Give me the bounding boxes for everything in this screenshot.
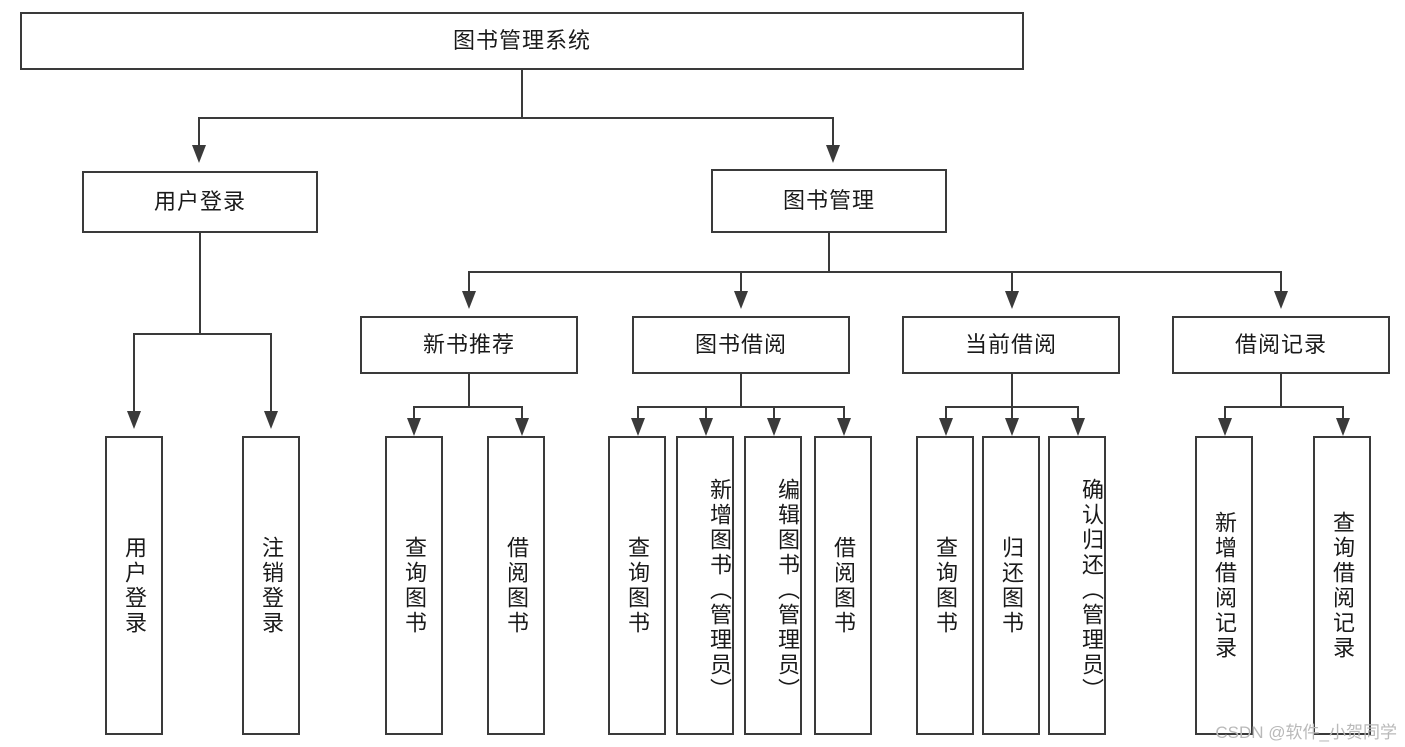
node-label: 查询图书 <box>401 535 427 636</box>
arrow-to-current-borrow <box>1005 291 1019 309</box>
connector-bm-drop-3 <box>1011 271 1013 293</box>
connector-bm-drop-1 <box>468 271 470 293</box>
arrow-to-leaf-confirm-return <box>1071 418 1085 436</box>
connector-borrowrecord-bus <box>1224 406 1344 408</box>
connector-bookborrow-bus <box>637 406 845 408</box>
node-label: 借阅图书 <box>830 535 856 636</box>
connector-br-drop-2 <box>1342 406 1344 420</box>
connector-borrowrecord-stem <box>1280 374 1282 407</box>
arrow-to-book-borrow <box>734 291 748 309</box>
node-label: 借阅记录 <box>1234 332 1327 358</box>
leaf-logout[interactable]: 注销登录 <box>242 436 300 735</box>
connector-book-manage-bus <box>468 271 1282 273</box>
connector-cb-drop-3 <box>1077 406 1079 420</box>
watermark-text: CSDN @软件_小贺同学 <box>1215 723 1397 742</box>
node-label: 查询借阅记录 <box>1329 510 1355 661</box>
connector-bb-drop-3 <box>773 406 775 420</box>
connector-root-stem <box>521 70 523 118</box>
node-label: 图书借阅 <box>694 332 787 358</box>
node-borrow-record[interactable]: 借阅记录 <box>1172 316 1390 374</box>
leaf-borrow-book-new[interactable]: 借阅图书 <box>487 436 545 735</box>
arrow-to-leaf-add-record <box>1218 418 1232 436</box>
node-label: 编辑图书（管理员） <box>775 478 800 703</box>
node-label: 图书管理系统 <box>452 28 591 54</box>
leaf-borrow-book[interactable]: 借阅图书 <box>814 436 872 735</box>
node-root-system[interactable]: 图书管理系统 <box>20 12 1024 70</box>
connector-newbook-bus <box>413 406 523 408</box>
node-new-book-recommend[interactable]: 新书推荐 <box>360 316 578 374</box>
arrow-to-borrow-record <box>1274 291 1288 309</box>
arrow-to-leaf-user-login <box>127 411 141 429</box>
leaf-edit-book-admin[interactable]: 编辑图书（管理员） <box>744 436 802 735</box>
node-book-manage[interactable]: 图书管理 <box>711 169 947 233</box>
node-label: 注销登录 <box>258 535 284 636</box>
connector-bb-drop-1 <box>637 406 639 420</box>
node-label: 新书推荐 <box>422 332 515 358</box>
connector-root-drop-right <box>832 117 834 147</box>
arrow-to-leaf-add-book <box>699 418 713 436</box>
arrow-to-leaf-query-book-3 <box>939 418 953 436</box>
leaf-add-book-admin[interactable]: 新增图书（管理员） <box>676 436 734 735</box>
arrow-to-leaf-query-book-1 <box>407 418 421 436</box>
arrow-to-leaf-edit-book <box>767 418 781 436</box>
arrow-to-book-manage <box>826 145 840 163</box>
node-label: 当前借阅 <box>964 332 1057 358</box>
connector-bm-drop-4 <box>1280 271 1282 293</box>
node-user-login[interactable]: 用户登录 <box>82 171 318 233</box>
node-label: 用户登录 <box>153 189 246 215</box>
connector-root-drop-left <box>198 117 200 147</box>
connector-root-bus <box>198 117 834 119</box>
node-label: 确认归还（管理员） <box>1079 478 1104 703</box>
node-label: 新增图书（管理员） <box>707 478 732 703</box>
connector-book-manage-stem <box>828 233 830 273</box>
connector-bb-drop-4 <box>843 406 845 420</box>
arrow-to-new-book <box>462 291 476 309</box>
node-label: 用户登录 <box>121 535 147 636</box>
connector-user-login-drop-2 <box>270 333 272 413</box>
connector-bm-drop-2 <box>740 271 742 293</box>
connector-newbook-drop-1 <box>413 406 415 420</box>
node-label: 归还图书 <box>998 535 1024 636</box>
leaf-query-book-new[interactable]: 查询图书 <box>385 436 443 735</box>
connector-cb-drop-1 <box>945 406 947 420</box>
arrow-to-leaf-borrow-book-2 <box>837 418 851 436</box>
connector-cb-drop-2 <box>1011 406 1013 420</box>
leaf-return-book[interactable]: 归还图书 <box>982 436 1040 735</box>
node-book-borrow[interactable]: 图书借阅 <box>632 316 850 374</box>
connector-newbook-drop-2 <box>521 406 523 420</box>
leaf-query-book-borrow[interactable]: 查询图书 <box>608 436 666 735</box>
arrow-to-leaf-logout <box>264 411 278 429</box>
arrow-to-leaf-borrow-book-1 <box>515 418 529 436</box>
leaf-confirm-return-admin[interactable]: 确认归还（管理员） <box>1048 436 1106 735</box>
connector-bookborrow-stem <box>740 374 742 407</box>
node-label: 新增借阅记录 <box>1211 510 1237 661</box>
leaf-query-book-current[interactable]: 查询图书 <box>916 436 974 735</box>
connector-bb-drop-2 <box>705 406 707 420</box>
node-label: 查询图书 <box>932 535 958 636</box>
node-label: 借阅图书 <box>503 535 529 636</box>
arrow-to-leaf-return-book <box>1005 418 1019 436</box>
connector-newbook-stem <box>468 374 470 407</box>
connector-user-login-drop-1 <box>133 333 135 413</box>
connector-user-login-bus <box>133 333 271 335</box>
leaf-user-login[interactable]: 用户登录 <box>105 436 163 735</box>
arrow-to-leaf-query-book-2 <box>631 418 645 436</box>
arrow-to-user-login <box>192 145 206 163</box>
arrow-to-leaf-query-record <box>1336 418 1350 436</box>
node-label: 图书管理 <box>782 188 875 214</box>
connector-currentborrow-stem <box>1011 374 1013 407</box>
leaf-add-borrow-record[interactable]: 新增借阅记录 <box>1195 436 1253 735</box>
leaf-query-borrow-record[interactable]: 查询借阅记录 <box>1313 436 1371 735</box>
connector-br-drop-1 <box>1224 406 1226 420</box>
node-label: 查询图书 <box>624 535 650 636</box>
connector-user-login-stem <box>199 233 201 334</box>
node-current-borrow[interactable]: 当前借阅 <box>902 316 1120 374</box>
